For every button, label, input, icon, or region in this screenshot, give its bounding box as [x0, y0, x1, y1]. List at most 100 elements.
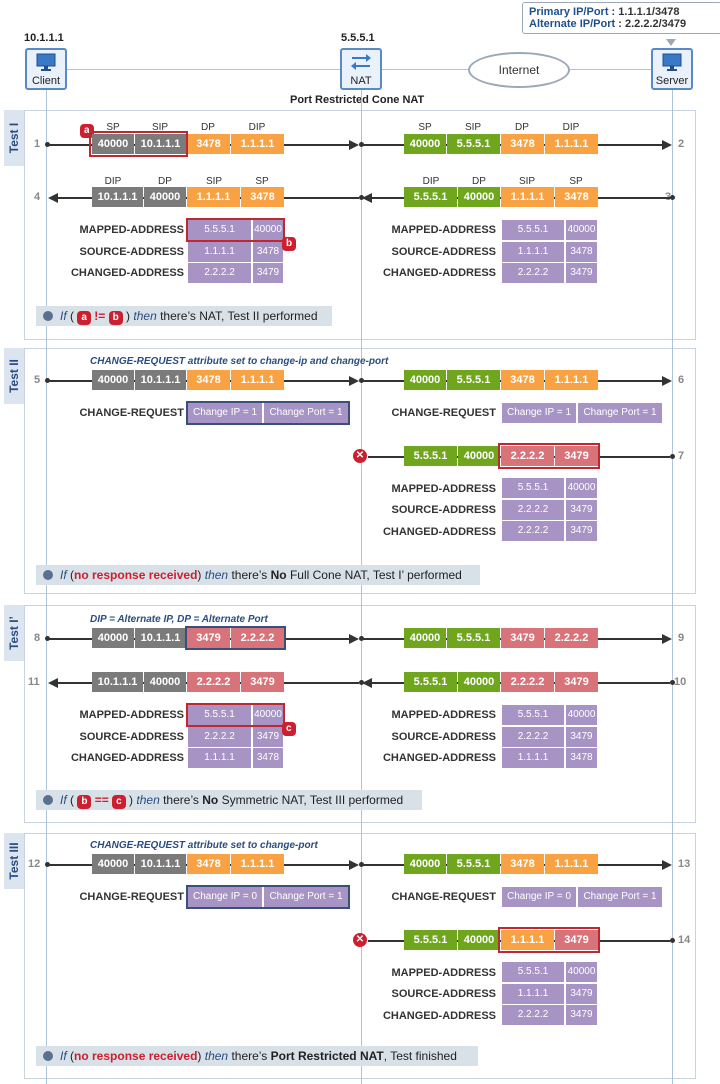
arrowhead: [362, 678, 372, 688]
packet-dp: 3478: [187, 134, 230, 154]
packet-dip: 1.1.1.1: [545, 854, 598, 874]
arrow-origin: [670, 195, 675, 200]
packet-sp: 3479: [555, 446, 598, 466]
hdr-sp: SP: [106, 122, 120, 133]
packet-sip: 2.2.2.2: [501, 672, 554, 692]
test2-condition: If (no response received) then there’s N…: [36, 565, 480, 585]
packet-sip: 10.1.1.1: [135, 370, 186, 390]
server-address-callout: Primary IP/Port : 1.1.1.1/3478 Alternate…: [522, 2, 720, 34]
packet-dp: 3479: [501, 628, 544, 648]
packet-sip: 10.1.1.1: [135, 134, 186, 154]
change-ip: Change IP = 1: [502, 403, 576, 423]
attr-label: CHANGED-ADDRESS: [382, 267, 496, 279]
attr-ip: 1.1.1.1: [502, 984, 564, 1004]
packet-dp: 40000: [458, 187, 500, 207]
nat-lifeline: [361, 90, 362, 1084]
step-num: 5: [34, 374, 41, 386]
attr-port: 3479: [566, 500, 597, 520]
attr-ip: 5.5.5.1: [502, 478, 564, 498]
attr-port: 40000: [566, 220, 597, 240]
attr-ip: 2.2.2.2: [502, 521, 564, 541]
packet-sip: 5.5.5.1: [447, 134, 500, 154]
test1-condition: If ( a != b ) then there’s NAT, Test II …: [36, 306, 332, 326]
change-ip: Change IP = 0: [188, 887, 262, 907]
hdr-dp: DP: [515, 122, 529, 133]
hdr-dp: DP: [472, 176, 486, 187]
diagram-title: Port Restricted Cone NAT: [290, 94, 425, 106]
internet-label: Internet: [498, 63, 540, 77]
packet-sp: 3478: [241, 187, 284, 207]
change-ip: Change IP = 1: [188, 403, 262, 423]
packet-dp: 3478: [501, 134, 544, 154]
change-ip: Change IP = 0: [502, 887, 576, 907]
packet-dip: 5.5.5.1: [404, 446, 457, 466]
client-node: Client: [25, 48, 67, 90]
attr-label: CHANGE-REQUEST: [79, 407, 184, 419]
step-num: 10: [674, 676, 687, 688]
badge-a: a: [77, 311, 91, 325]
attr-label: MAPPED-ADDRESS: [391, 224, 496, 236]
packet-dip: 5.5.5.1: [404, 930, 457, 950]
server-label: Server: [655, 75, 689, 87]
attr-ip: 2.2.2.2: [502, 500, 564, 520]
test1p-note: DIP = Alternate IP, DP = Alternate Port: [90, 614, 268, 625]
hdr-dp: DP: [201, 122, 215, 133]
test2-note: CHANGE-REQUEST attribute set to change-i…: [90, 356, 389, 367]
x-mark-icon: ✕: [353, 449, 367, 463]
attr-port: 40000: [253, 220, 283, 240]
step-num: 7: [678, 450, 685, 462]
packet-sp: 40000: [404, 628, 446, 648]
nat-arrows-icon: [351, 54, 371, 70]
packet-sp: 40000: [404, 134, 446, 154]
attr-label: MAPPED-ADDRESS: [79, 709, 184, 721]
server-lifeline: [672, 90, 673, 1084]
attr-port: 3478: [566, 242, 597, 262]
packet-dip: 1.1.1.1: [231, 370, 284, 390]
link-line: [570, 69, 651, 70]
arrow-origin: [670, 938, 675, 943]
packet-sip: 1.1.1.1: [187, 187, 240, 207]
hdr-dip: DIP: [104, 176, 122, 187]
packet-dip: 5.5.5.1: [404, 187, 457, 207]
packet-dip: 1.1.1.1: [545, 134, 598, 154]
attr-ip: 5.5.5.1: [188, 220, 251, 240]
packet-dip: 5.5.5.1: [404, 672, 457, 692]
attr-port: 3478: [253, 242, 283, 262]
attr-port: 3478: [566, 748, 597, 768]
packet-sp: 3479: [555, 930, 598, 950]
attr-label: MAPPED-ADDRESS: [79, 224, 184, 236]
packet-sp: 40000: [92, 370, 134, 390]
arrowhead: [662, 140, 672, 150]
attr-label: SOURCE-ADDRESS: [391, 246, 496, 258]
packet-sp: 3479: [555, 672, 598, 692]
step-num: 1: [34, 138, 41, 150]
hdr-sip: SIP: [205, 176, 223, 187]
packet-sip: 1.1.1.1: [501, 930, 554, 950]
monitor-icon: [662, 53, 682, 71]
packet-dp: 3479: [187, 628, 230, 648]
attr-label: MAPPED-ADDRESS: [391, 483, 496, 495]
bullet-icon: [43, 795, 53, 805]
packet-sp: 3479: [241, 672, 284, 692]
packet-dp: 3478: [501, 854, 544, 874]
packet-dip: 10.1.1.1: [92, 672, 143, 692]
attr-port: 40000: [566, 962, 597, 982]
test3-condition: If (no response received) then there’s P…: [36, 1046, 478, 1066]
attr-label: CHANGED-ADDRESS: [382, 526, 496, 538]
packet-dp: 40000: [458, 446, 500, 466]
hdr-dip: DIP: [562, 122, 580, 133]
link-line: [382, 69, 468, 70]
arrow-origin: [359, 195, 364, 200]
attr-ip: 1.1.1.1: [502, 242, 564, 262]
step-num: 9: [678, 632, 685, 644]
packet-dip: 10.1.1.1: [92, 187, 143, 207]
change-port: Change Port = 1: [578, 887, 662, 907]
change-port: Change Port = 1: [578, 403, 662, 423]
attr-label: CHANGED-ADDRESS: [382, 1010, 496, 1022]
hdr-sp: SP: [418, 122, 432, 133]
attr-label: SOURCE-ADDRESS: [391, 504, 496, 516]
arrowhead: [349, 376, 359, 386]
step-num: 2: [678, 138, 685, 150]
step-num: 12: [28, 858, 41, 870]
arrowhead: [48, 678, 58, 688]
